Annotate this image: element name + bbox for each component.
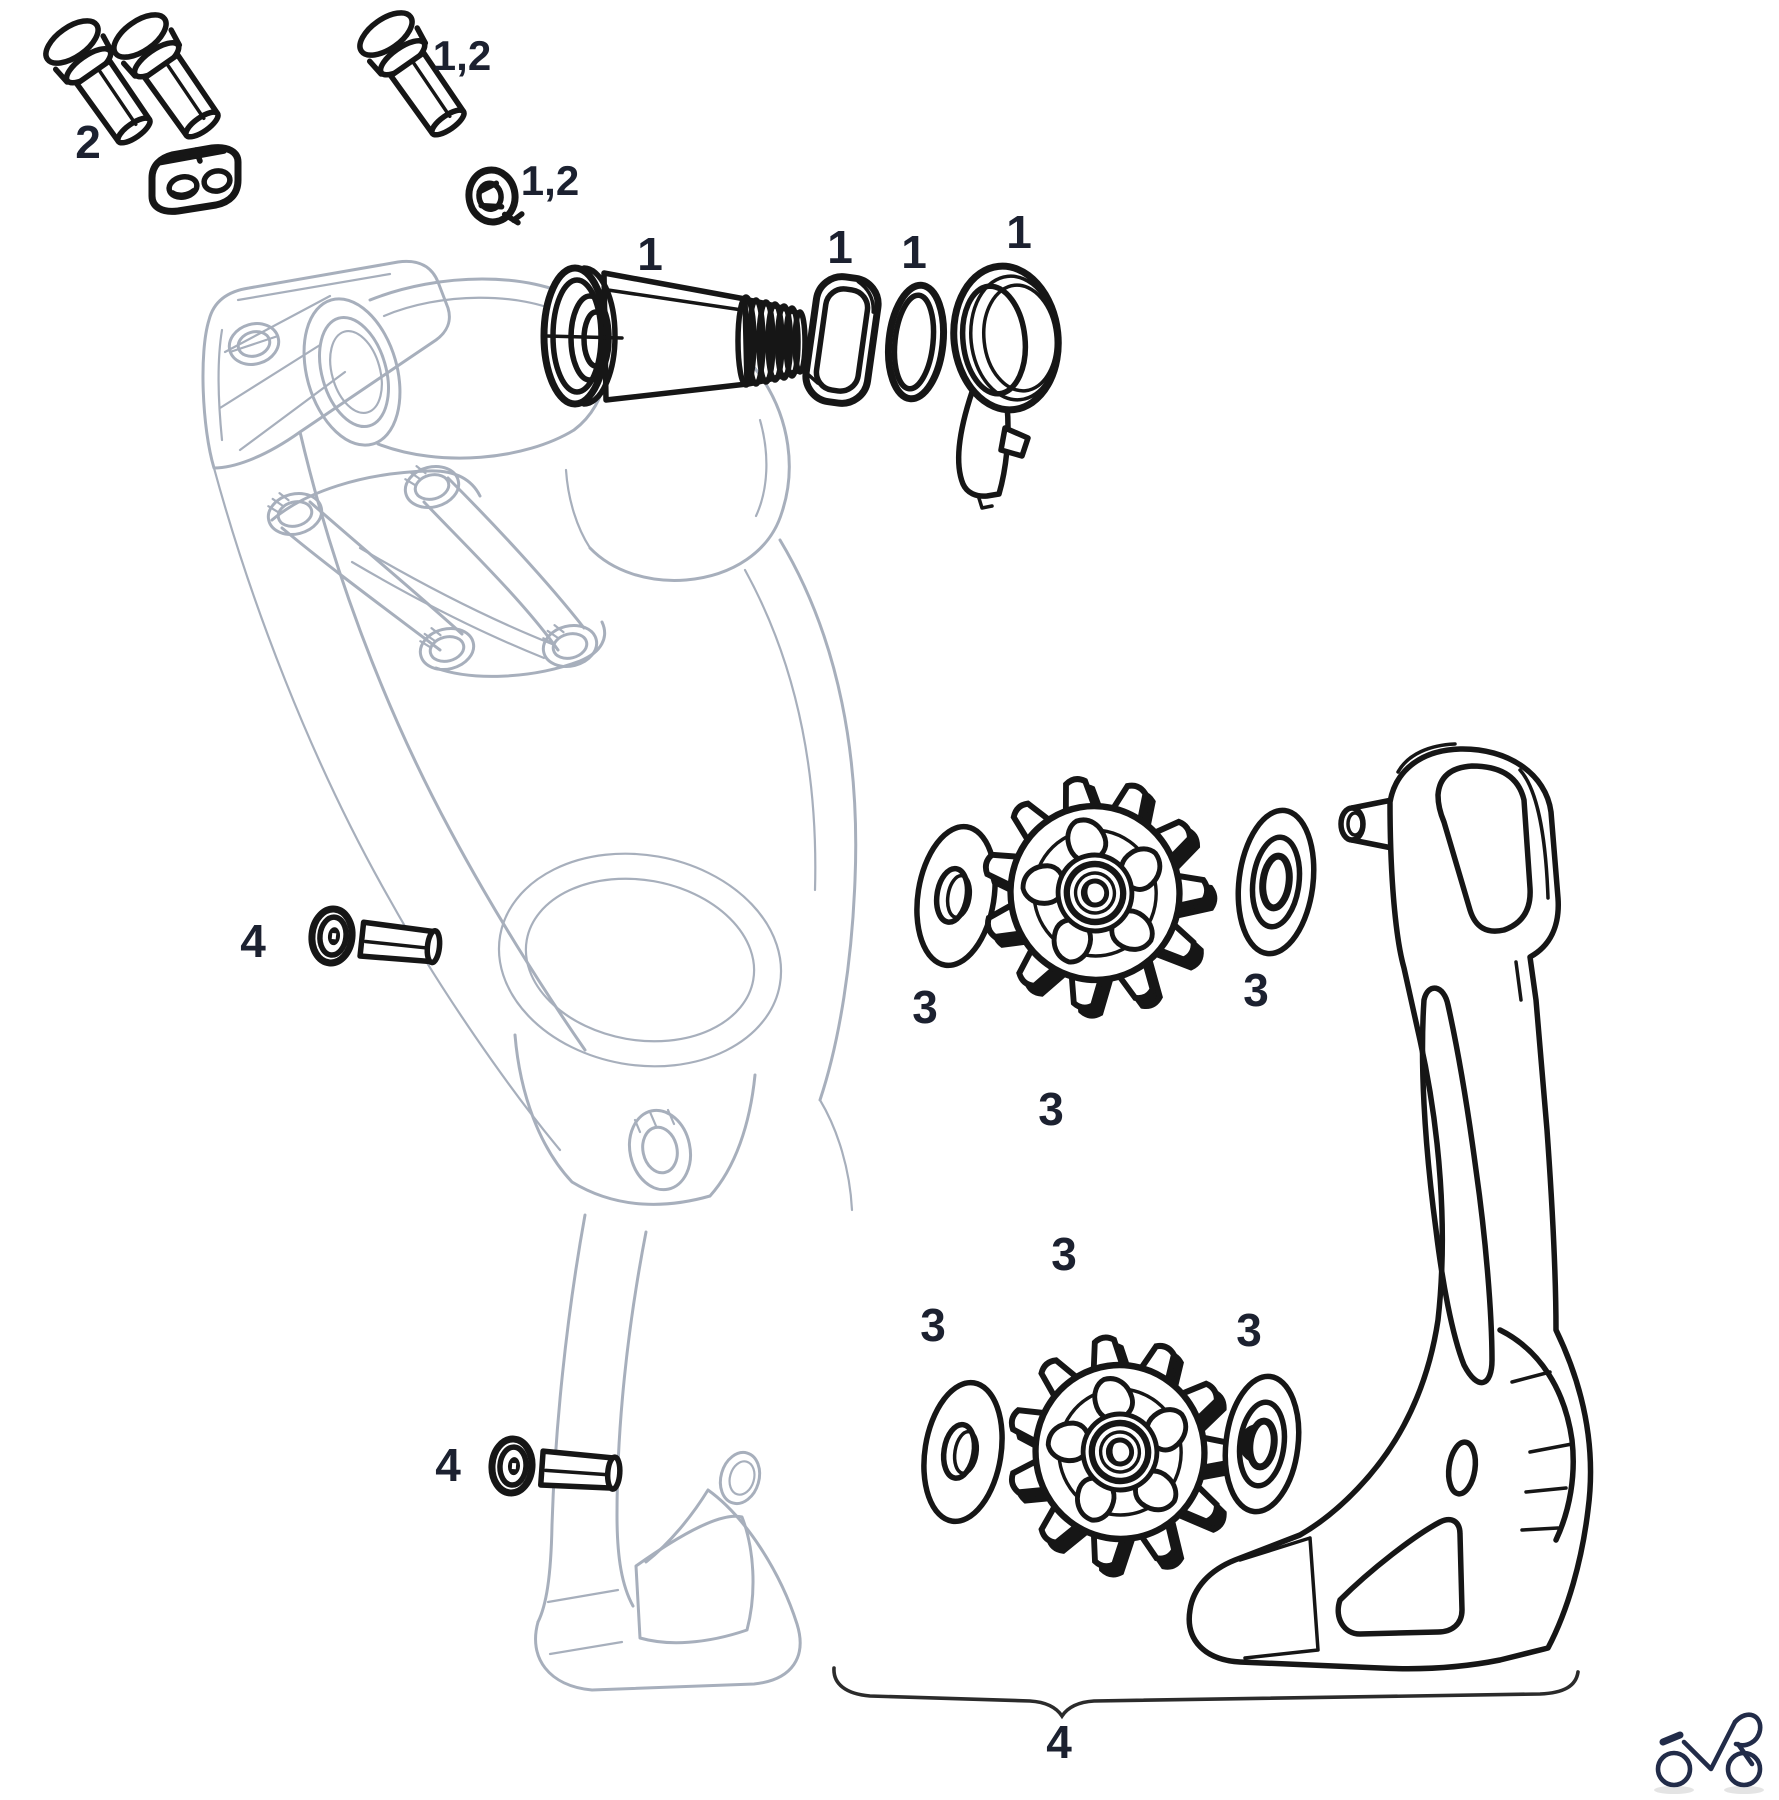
upper-pulley-washer-left [914, 823, 998, 969]
lower-pulley-washer-right [1222, 1373, 1302, 1515]
label-cable-anchor-bolt: 1,2 [433, 32, 491, 79]
label-upper-pulley: 3 [1038, 1083, 1064, 1135]
anchor-plate [148, 144, 242, 215]
lower-pulley [992, 1321, 1255, 1591]
upper-pulley-washer-right [1235, 807, 1317, 957]
label-upper-washer-left: 3 [912, 981, 938, 1033]
label-cage-screw-lower: 4 [435, 1439, 461, 1491]
b-limit-washer [950, 262, 1062, 510]
label-cage-screw-upper: 4 [240, 915, 266, 967]
b-oring [884, 281, 948, 403]
label-mounting-bolts: 2 [75, 116, 101, 168]
retaining-clip [465, 166, 525, 226]
b-bushing [802, 273, 882, 407]
b-bolt [540, 264, 808, 408]
label-retaining-clip: 1,2 [521, 157, 579, 204]
label-b-oring: 1 [901, 226, 927, 278]
label-b-bushing: 1 [827, 221, 853, 273]
upper-pulley [964, 759, 1234, 1035]
mounting-bolt-pair [39, 7, 231, 154]
label-lower-washer-left: 3 [920, 1299, 946, 1351]
inner-cage-plate [1186, 742, 1594, 1672]
label-b-bolt: 1 [637, 228, 663, 280]
label-cage-assembly: 4 [1046, 1716, 1072, 1768]
cage-screw-upper [309, 907, 442, 974]
label-upper-washer-right: 3 [1243, 964, 1269, 1016]
label-lower-pulley: 3 [1051, 1228, 1077, 1280]
bicycle-logo [1654, 1712, 1764, 1794]
cage-assembly-brace [832, 1666, 1580, 1720]
label-lower-washer-right: 3 [1236, 1304, 1262, 1356]
lower-pulley-washer-left [921, 1379, 1005, 1525]
label-b-limit-washer: 1 [1006, 206, 1032, 258]
